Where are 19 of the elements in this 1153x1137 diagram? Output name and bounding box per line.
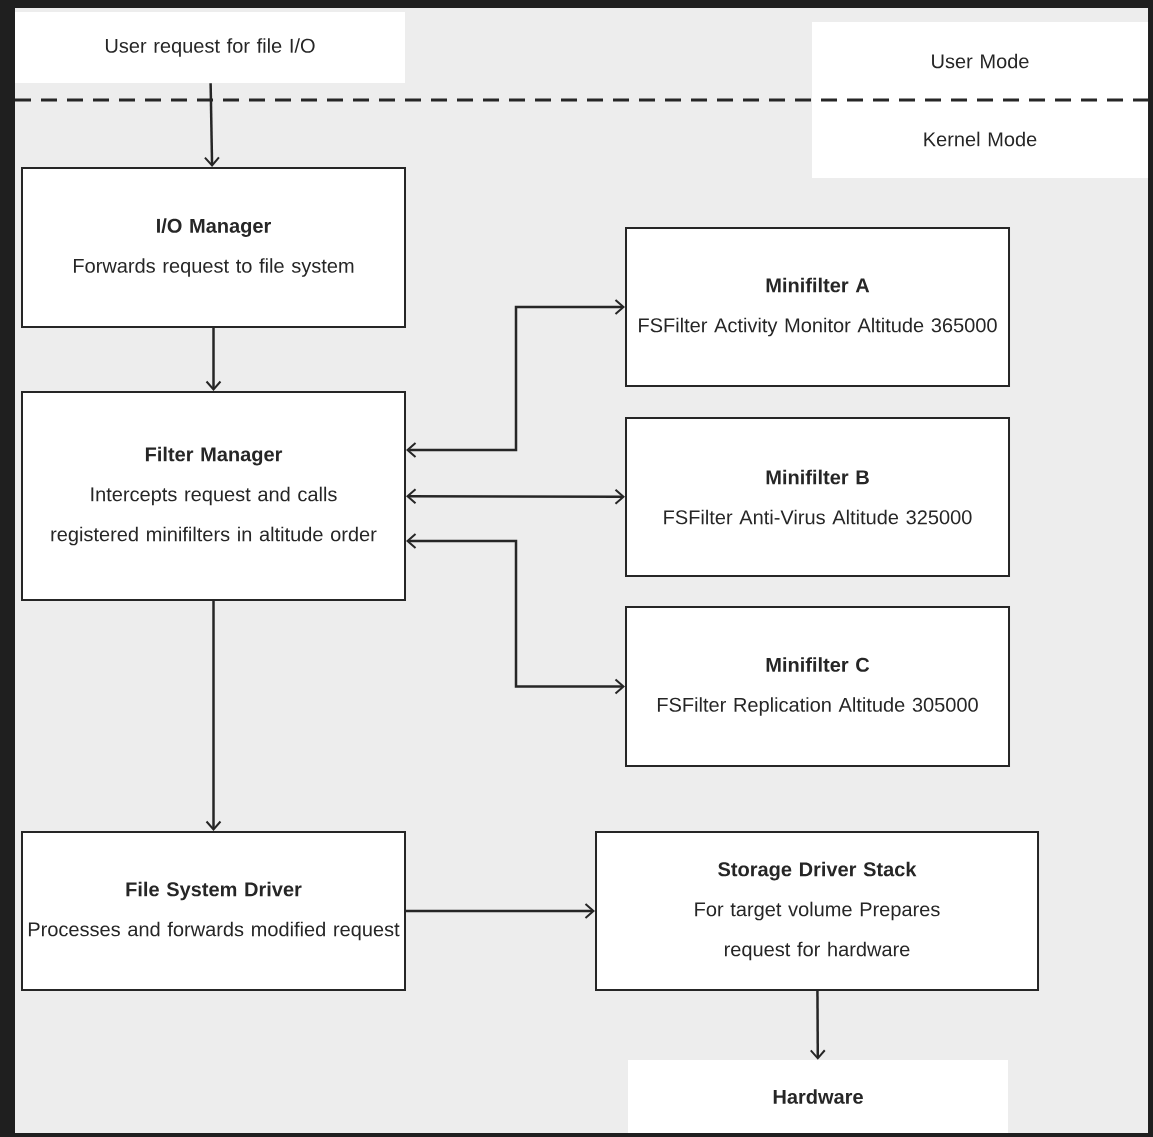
process-box: File System Driver Processes and forwards modified request (21, 831, 406, 991)
hardware-box: Hardware (628, 1060, 1008, 1133)
arrow (809, 991, 826, 1060)
process-box: Minifilter B FSFilter Anti-Virus Altitude 325000 (625, 417, 1010, 577)
mode-label: User Mode (812, 22, 1148, 100)
process-box: Minifilter C FSFilter Replication Altitude 305000 (625, 606, 1010, 767)
process-box: Storage Driver Stack For target volume Prepares request for hardware (595, 831, 1039, 991)
arrow (406, 488, 625, 505)
arrow (205, 328, 222, 391)
process-box: Filter Manager Intercepts request and calls registered minifilters in altitude order (21, 391, 406, 601)
arrow (406, 299, 625, 458)
arrow (203, 83, 220, 167)
process-box: Minifilter A FSFilter Activity Monitor Altitude 365000 (625, 227, 1010, 387)
process-box: I/O Manager Forwards request to file system (21, 167, 406, 328)
arrow (406, 903, 595, 919)
arrow (205, 601, 222, 831)
request-box: User request for file I/O (15, 12, 405, 83)
mode-label: Kernel Mode (812, 100, 1148, 178)
arrow (406, 533, 625, 695)
